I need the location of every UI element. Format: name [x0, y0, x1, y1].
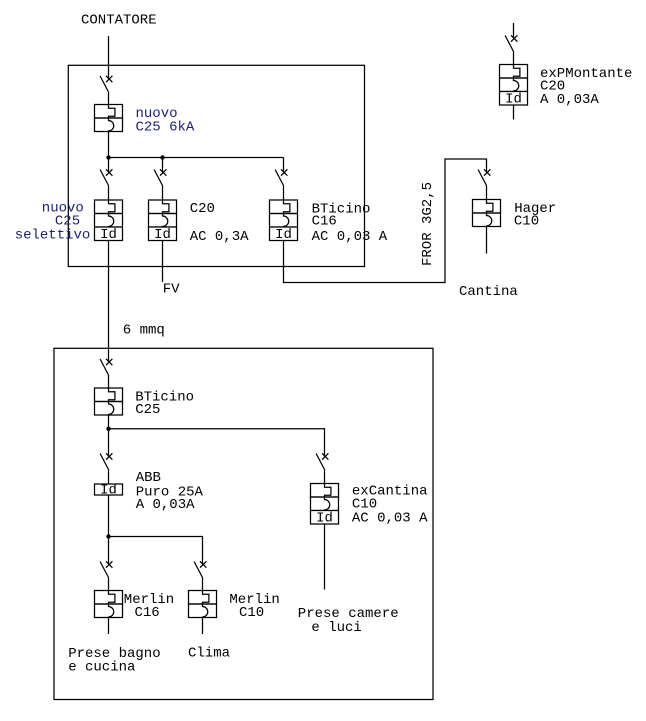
- svg-text:6 mmq: 6 mmq: [123, 322, 165, 338]
- svg-text:Cantina: Cantina: [459, 284, 518, 300]
- svg-text:AC 0,03 A: AC 0,03 A: [352, 511, 428, 527]
- svg-text:ABB: ABB: [136, 470, 161, 486]
- svg-text:A 0,03A: A 0,03A: [136, 497, 195, 513]
- svg-text:C25 6kA: C25 6kA: [136, 120, 195, 136]
- svg-text:C10: C10: [239, 605, 264, 621]
- svg-text:C16: C16: [312, 214, 337, 230]
- svg-text:e luci: e luci: [311, 620, 361, 636]
- svg-text:C20: C20: [190, 201, 215, 217]
- svg-text:Prese bagno: Prese bagno: [68, 646, 160, 662]
- svg-text:nuovo: nuovo: [42, 201, 84, 217]
- svg-text:Merlin: Merlin: [229, 592, 279, 608]
- svg-text:Clima: Clima: [188, 646, 230, 662]
- svg-text:Puro 25A: Puro 25A: [136, 485, 204, 501]
- svg-text:exCantina: exCantina: [352, 484, 428, 500]
- svg-text:C25: C25: [55, 214, 80, 230]
- svg-text:BTicino: BTicino: [312, 202, 371, 218]
- svg-text:CONTATORE: CONTATORE: [81, 13, 157, 29]
- svg-text:C25: C25: [135, 402, 160, 418]
- svg-text:A 0,03A: A 0,03A: [540, 92, 599, 108]
- svg-text:C10: C10: [352, 497, 377, 513]
- svg-text:e cucina: e cucina: [68, 659, 135, 675]
- svg-text:C16: C16: [135, 605, 160, 621]
- svg-text:Hager: Hager: [514, 201, 556, 217]
- svg-text:FV: FV: [163, 282, 180, 298]
- svg-text:exPMontante: exPMontante: [540, 66, 632, 82]
- svg-text:C20: C20: [540, 79, 565, 95]
- svg-text:FROR 3G2,5: FROR 3G2,5: [420, 182, 436, 266]
- svg-text:selettivo: selettivo: [15, 228, 91, 244]
- svg-text:Id: Id: [100, 483, 117, 499]
- svg-text:Merlin: Merlin: [124, 592, 174, 608]
- svg-text:AC 0,3A: AC 0,3A: [190, 229, 249, 245]
- svg-text:AC 0,03 A: AC 0,03 A: [312, 229, 388, 245]
- svg-text:BTicino: BTicino: [135, 390, 194, 406]
- svg-text:nuovo: nuovo: [136, 106, 178, 122]
- svg-text:Prese camere: Prese camere: [298, 606, 399, 622]
- svg-text:C10: C10: [514, 213, 539, 229]
